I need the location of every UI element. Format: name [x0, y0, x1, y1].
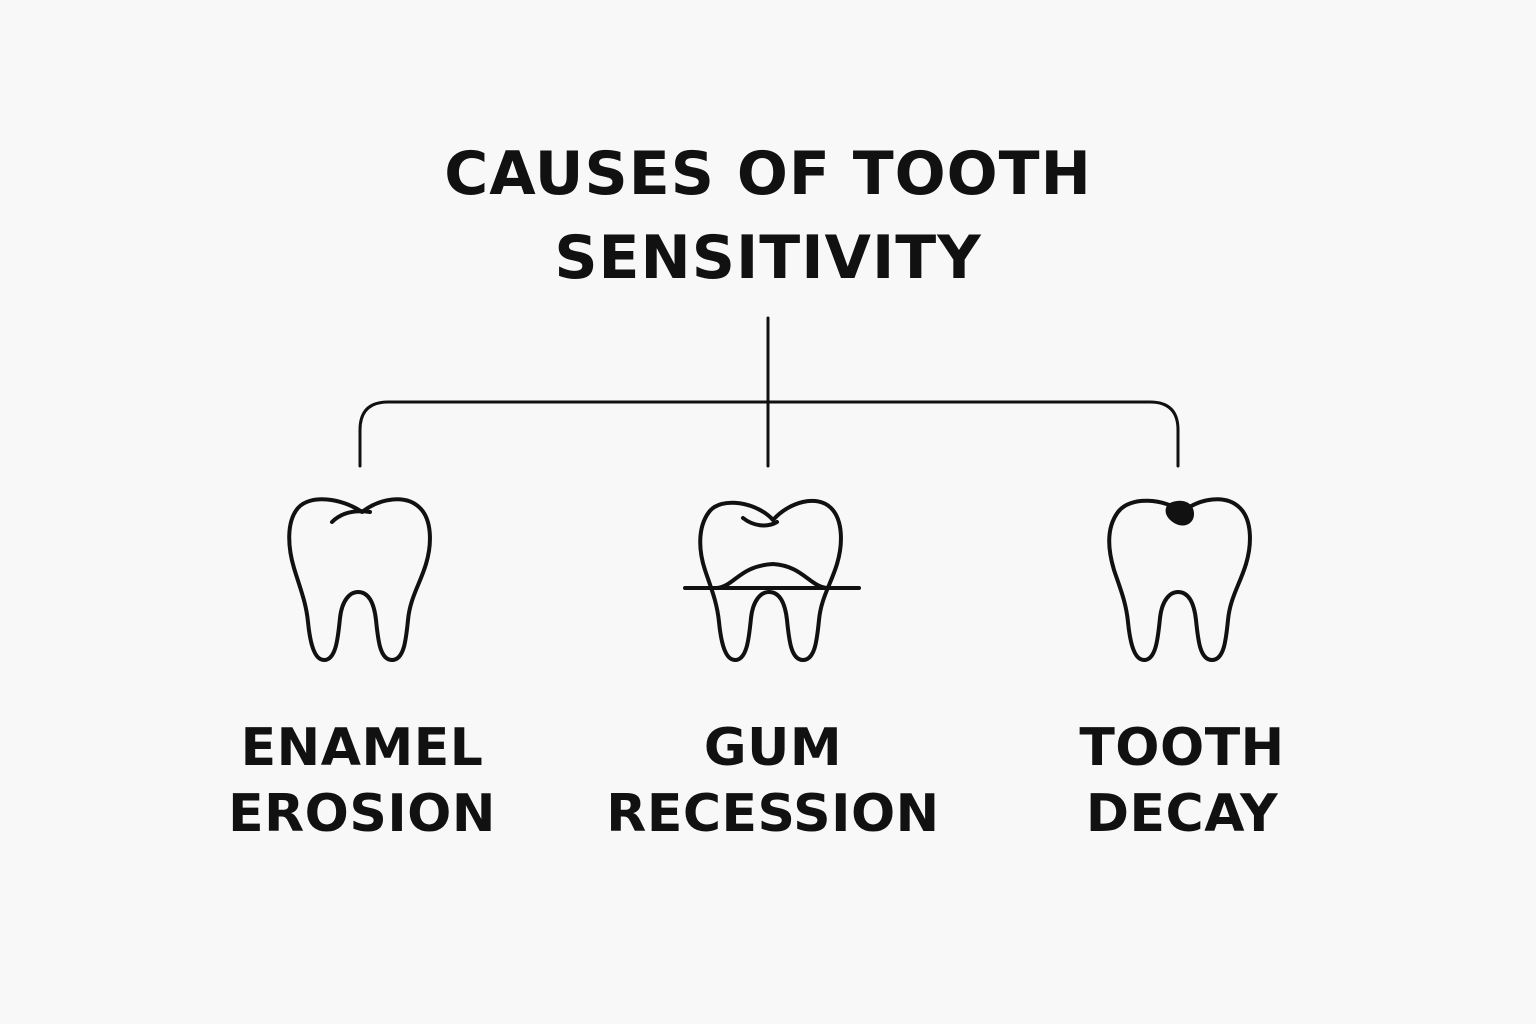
cause-gum-recession: GUM RECESSION — [603, 490, 943, 844]
cavity-spot — [1165, 500, 1194, 526]
cause-label-line-1: GUM — [703, 718, 843, 778]
diagram-title: CAUSES OF TOOTH SENSITIVITY — [368, 132, 1168, 300]
cause-label-line-2: DECAY — [1085, 784, 1279, 844]
title-line-2: SENSITIVITY — [554, 223, 982, 293]
tooth-decay-icon — [1107, 497, 1252, 662]
tooth-gum-recession-icon — [683, 498, 861, 662]
title-line-1: CAUSES OF TOOTH — [444, 139, 1092, 209]
cause-tooth-decay: TOOTH DECAY — [1012, 490, 1352, 844]
cause-label: TOOTH DECAY — [1012, 715, 1352, 847]
cause-label-line-1: ENAMEL — [240, 718, 484, 778]
cause-label-line-2: RECESSION — [606, 784, 940, 844]
branch-line — [358, 400, 1180, 468]
tooth-enamel-erosion-icon — [287, 497, 432, 662]
cause-label-line-1: TOOTH — [1079, 718, 1285, 778]
cause-label-line-2: EROSION — [228, 784, 496, 844]
cause-enamel-erosion: ENAMEL EROSION — [192, 490, 532, 844]
cause-label: ENAMEL EROSION — [192, 715, 532, 847]
cause-label: GUM RECESSION — [603, 715, 943, 847]
